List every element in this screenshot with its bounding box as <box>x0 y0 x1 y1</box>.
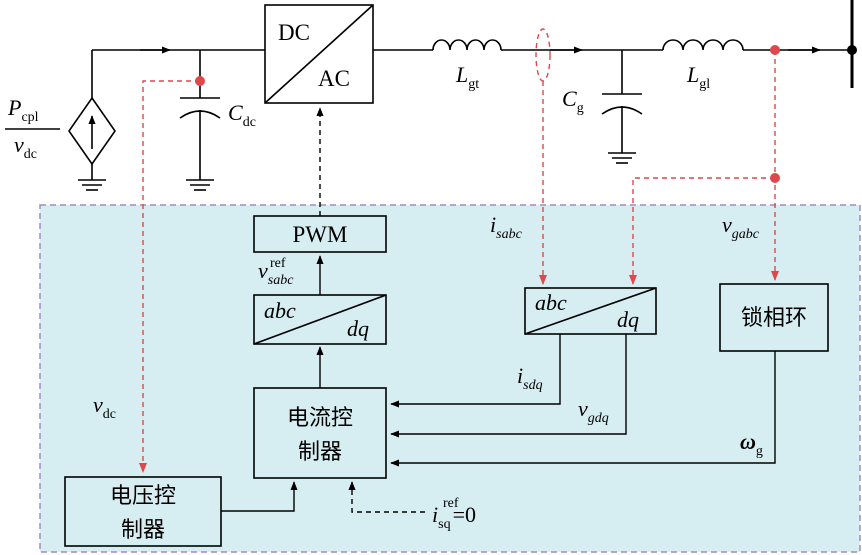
v-ref-label: vsabc <box>258 258 294 288</box>
voltage-controller-line1: 电压控 <box>110 484 176 509</box>
voltage-controller-line2: 制器 <box>121 518 165 543</box>
dq-meas-text: dq <box>617 307 639 332</box>
converter-ac-text: AC <box>318 66 350 91</box>
dc-ac-converter <box>264 4 374 104</box>
source-numerator-label: Pcpl <box>7 95 39 125</box>
control-panel <box>39 204 861 553</box>
dq-ctrl-text: dq <box>347 316 369 341</box>
current-controller-line1: 电流控 <box>287 406 353 431</box>
i-sabc-label: isabc <box>490 212 523 242</box>
control-signals <box>221 107 776 513</box>
measurement-signals <box>139 28 779 473</box>
inductor-gt <box>432 39 502 51</box>
current-controller-line2: 制器 <box>298 440 342 465</box>
cap-g-label: Cg <box>562 86 584 116</box>
i-sdq-label: isdq <box>517 363 543 393</box>
v-ref-sup: ref <box>270 256 286 271</box>
inductor-gt-label: Lgt <box>455 62 479 92</box>
v-gdq-label: vgdq <box>578 396 609 426</box>
abc-ctrl-text: abc <box>264 298 296 323</box>
inductor-gl <box>662 39 744 51</box>
measurement-nodes <box>195 45 780 183</box>
pll-text: 锁相环 <box>741 306 807 331</box>
pwm-text: PWM <box>293 222 348 247</box>
v-gabc-label: vgabc <box>722 212 760 242</box>
i-sq-ref-sup: ref <box>443 496 459 511</box>
i-sq-ref-label: isq=0 <box>432 502 476 532</box>
abc-meas-text: abc <box>535 290 567 315</box>
pll-block <box>719 283 829 352</box>
abc-dq-meas-block <box>524 287 657 335</box>
converter-dc-text: DC <box>278 20 310 45</box>
current-sensor-marker <box>535 28 551 82</box>
grid-bus-node <box>847 45 857 55</box>
omega-g-label: ωg <box>740 429 763 459</box>
v-dc-label: vdc <box>93 392 116 422</box>
cap-dc-label: Cdc <box>228 100 256 130</box>
source-denominator-label: vdc <box>14 132 37 162</box>
inductor-gl-label: Lgl <box>686 62 710 92</box>
